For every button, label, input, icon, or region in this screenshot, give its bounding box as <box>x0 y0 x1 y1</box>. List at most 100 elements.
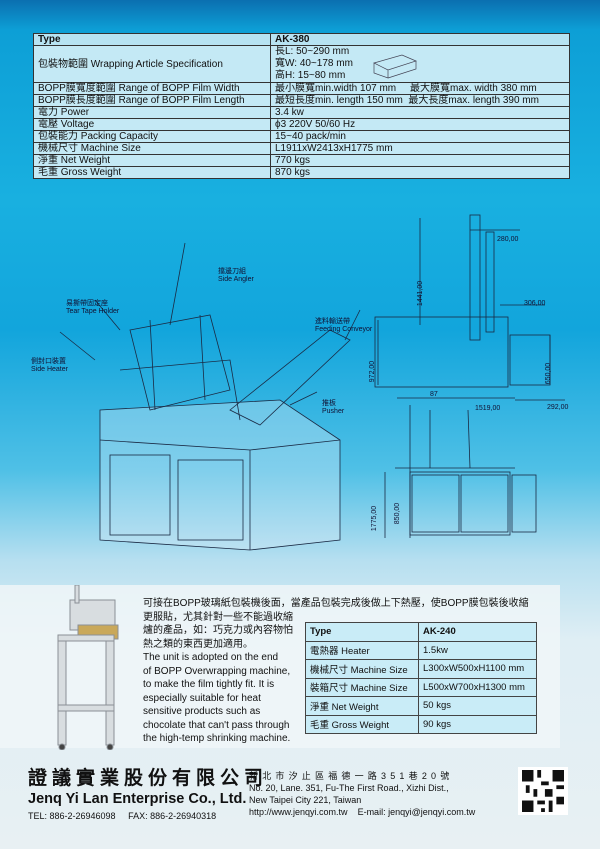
box-dimension-icon <box>373 54 417 79</box>
label-en: Side Angler <box>218 276 254 283</box>
address-block: 新北市汐止區福德一路351巷20號 No. 20, Lane. 351, Fu-… <box>249 770 475 818</box>
spec-label: 裝箱尺寸 Machine Size <box>305 677 419 697</box>
spec-value: AK-240 <box>418 622 537 642</box>
email-link[interactable]: E-mail: jenqyi@jenqyi.com.tw <box>357 807 476 817</box>
address-en: No. 20, Lane. 351, Fu-The First Road., X… <box>249 783 449 793</box>
spec-label: 機械尺寸 Machine Size <box>33 142 271 155</box>
desc-cn: 熱之類的東西更加適用。 <box>143 638 253 650</box>
spec-value: 長L: 50~290 mm <box>275 46 350 57</box>
dimension-label: 1441,00 <box>417 280 425 307</box>
qr-code <box>518 767 568 815</box>
desc-en: The unit is adopted on the end <box>143 652 279 663</box>
desc-en: chocolate that can't pass through <box>143 719 290 731</box>
label-en: Tear Tape Holder <box>66 308 120 315</box>
label-cn: 側封口裝置 <box>31 358 66 365</box>
desc-en: of BOPP Overwrapping machine, <box>143 665 291 677</box>
spec-value: L300xW500xH1100 mm <box>418 659 537 679</box>
desc-en: especially suitable for heat <box>143 692 261 704</box>
desc-cn: 可接在BOPP玻璃紙包裝機後面，當產品包裝完成後做上下熱壓，使BOPP膜包裝後收… <box>143 598 529 609</box>
spec-label: 淨重 Net Weight <box>305 696 419 716</box>
dimension-label: 306,00 <box>524 300 546 307</box>
spec-value: AK-380 <box>270 33 570 46</box>
label-en: Side Heater <box>31 366 68 373</box>
spec-value: 15~40 pack/min <box>270 130 570 143</box>
spec-value: 高H: 15~80 mm <box>275 70 346 81</box>
label-cn: 擋邊刀組 <box>218 268 246 275</box>
spec-value: 最短長度min. length 150 mm 最大長度max. length 3… <box>270 94 570 107</box>
spec-value: 寬W: 40~178 mm <box>275 58 353 69</box>
desc-cn: 更服貼，尤其針對一些不能過收縮 <box>143 611 293 623</box>
spec-value: L1911xW2413xH1775 mm <box>270 142 570 155</box>
spec-label: 電力 Power <box>33 106 271 119</box>
spec-label: 毛重 Gross Weight <box>305 714 419 734</box>
table-row: 包裝物範圍 Wrapping Article Specification 長L:… <box>33 45 570 83</box>
spec-label: Type <box>33 33 271 46</box>
phone: TEL: 886-2-26946098 <box>28 811 116 821</box>
spec-label: Type <box>305 622 419 642</box>
spec-value: 770 kgs <box>270 154 570 167</box>
dimension-label: 292,00 <box>547 404 569 411</box>
label-cn: 進料輸送帶 <box>315 318 350 325</box>
dimension-label: 850,00 <box>394 502 402 525</box>
dimension-label: 650,00 <box>545 362 553 385</box>
label-en: Pusher <box>322 408 345 415</box>
machine-drawing <box>59 214 565 551</box>
shrink-unit-photo <box>57 585 119 750</box>
spec-value: ϕ3 220V 50/60 Hz <box>270 118 570 131</box>
spec-label: 電熱器 Heater <box>305 640 419 660</box>
website-link[interactable]: http://www.jenqyi.com.tw <box>249 807 348 817</box>
fax: FAX: 886-2-26940318 <box>128 811 217 821</box>
spec-value: 1.5kw <box>418 640 537 660</box>
dimension-label: 972,00 <box>369 360 377 383</box>
spec-label: 電壓 Voltage <box>33 118 271 131</box>
spec-value: 3.4 kw <box>270 106 570 119</box>
spec-value: 50 kgs <box>418 696 537 716</box>
qr-code-icon <box>522 770 564 812</box>
company-name-en: Jenq Yi Lan Enterprise Co., Ltd. <box>28 791 247 807</box>
spec-label: BOPP膜寬度範圍 Range of BOPP Film Width <box>33 82 271 95</box>
dimension-label: 1519,00 <box>475 405 501 412</box>
dimension-label: 1775,00 <box>371 505 379 532</box>
spec-label: 毛重 Gross Weight <box>33 166 271 179</box>
spec-value: L500xW700xH1300 mm <box>418 677 537 697</box>
label-cn: 推板 <box>322 400 336 407</box>
spec-label: 淨重 Net Weight <box>33 154 271 167</box>
company-info: 證議實業股份有限公司 Jenq Yi Lan Enterprise Co., L… <box>28 768 268 822</box>
spec-value: 870 kgs <box>270 166 570 179</box>
spec-label: 包裝能力 Packing Capacity <box>33 130 271 143</box>
spec-label: 包裝物範圍 Wrapping Article Specification <box>33 45 271 83</box>
address-cn: 新北市汐止區福德一路351巷20號 <box>249 771 454 781</box>
label-cn: 易撕帶固定座 <box>66 300 108 307</box>
spec-value: 最小膜寬min.width 107 mm 最大膜寬max. width 380 … <box>270 82 570 95</box>
desc-en: the high-temp shrinking machine. <box>143 733 291 744</box>
label-en: Feeding Conveyor <box>315 326 373 333</box>
desc-en: sensitive products such as <box>143 706 261 717</box>
desc-en: to make the film tightly fit. It is <box>143 679 275 690</box>
dimension-label: 280,00 <box>497 236 519 243</box>
spec-label: 機械尺寸 Machine Size <box>305 659 419 679</box>
spec-label: BOPP膜長度範圍 Range of BOPP Film Length <box>33 94 271 107</box>
desc-cn: 爐的產品，如：巧克力或內容物怕 <box>143 625 293 636</box>
address-en: New Taipei City 221, Taiwan <box>249 795 362 805</box>
spec-value: 90 kgs <box>418 714 537 734</box>
